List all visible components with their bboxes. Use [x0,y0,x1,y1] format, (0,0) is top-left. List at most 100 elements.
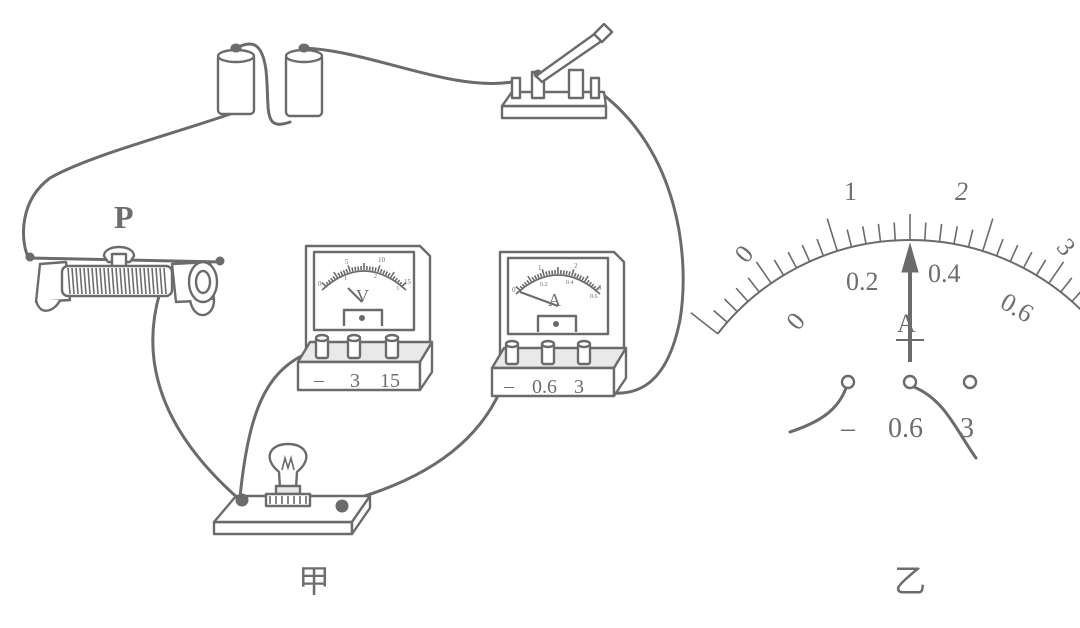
voltmeter-scale-15: 15 [404,278,412,286]
coil-winding [111,267,115,295]
meter-tick [347,265,351,273]
meter-tick [581,276,585,281]
meter-tick [337,272,341,277]
outer-scale-0: 0 [729,240,760,269]
scale-tick [747,277,760,293]
coil-winding [67,267,71,295]
scale-tick [1009,244,1019,262]
caption-yi: 乙 [894,563,926,599]
meter-tick [521,283,526,288]
meter-tick [394,277,399,282]
ammeter-inner-02: 0.2 [540,282,548,288]
scale-tick [861,226,867,245]
ammeter-scale-0: 0 [512,286,516,294]
inner-scale-02: 0.2 [846,267,879,296]
scale-tick [1048,261,1065,284]
scale-tick [723,298,738,313]
coil-winding [103,267,107,295]
voltmeter-terminal-15: 15 [380,370,400,392]
coil-winding [71,267,75,295]
scale-tick [1060,277,1073,293]
inner-scale-0: 0 [780,307,811,336]
terminal-3: 3 [960,413,974,444]
meter-tick [384,271,389,276]
coil-winding [79,267,83,295]
meter-tick [389,271,395,279]
pointer [896,242,924,362]
meter-tick [531,276,535,281]
slider-label: P [114,199,134,235]
scale-tick [1035,259,1047,276]
scale-tick [953,226,959,245]
coil-winding [127,267,131,295]
ammeter-inner-04: 0.4 [566,280,574,286]
slide-rheostat: P [25,199,225,317]
meter-tick [379,268,383,274]
voltmeter-inner-2: 2 [374,274,377,280]
meter-tick [588,281,593,286]
terminal-minus: – [840,413,856,444]
meter-symbol: A [897,309,916,338]
scale-tick [938,223,943,242]
meter-tick [527,275,533,283]
caption-jia: 甲 [298,563,330,599]
meter-tick [515,285,522,292]
ammeter-scale-2: 2 [574,262,578,270]
coil-winding [99,267,103,295]
scale-arc [716,239,1080,335]
coil-winding [119,267,123,295]
outer-scale-1: 1 [844,177,857,206]
meter-tick [371,266,374,271]
meter-tick [387,272,391,277]
ammeter-symbol: A [548,290,561,310]
meter-tick [526,279,530,284]
meter-tick [354,266,357,271]
voltmeter-terminal-3: 3 [350,370,360,392]
scale-tick [995,238,1004,257]
coil-winding [159,267,163,295]
scale-tick [1022,251,1033,269]
scale-tick [713,309,728,324]
meter-tick [541,269,545,277]
meter-tick [586,279,590,284]
coil-winding [147,267,151,295]
meter-tick [321,281,328,288]
ammeter-enlarged: 0 1 2 3 0 0.2 0.4 0.6 A – 0.6 3 [690,177,1080,460]
bulb-board [212,442,372,536]
light-bulb [264,442,312,508]
meter-tick [396,279,401,284]
scale-tick [826,218,839,252]
coil-winding [131,267,135,295]
ammeter-scale-1: 1 [538,264,542,272]
coil-winding [143,267,147,295]
ammeter-inner-06: 0.6 [590,294,598,300]
battery-cells [216,43,324,118]
voltmeter-inner-3: 3 [396,286,399,292]
meter-tick [382,269,386,275]
ammeter: A 0 1 2 3 0.2 0.4 0.6 – 0.6 3 [490,250,628,398]
meter-tick [374,267,377,272]
meter-tick [333,271,339,279]
voltmeter-scale-5: 5 [345,258,349,266]
scale-tick [816,238,825,257]
meter-tick [548,270,551,275]
coil-winding [123,267,127,295]
meter-tick [392,275,396,280]
meter-tick [339,271,344,276]
scale-tick [787,251,798,269]
coil-winding [151,267,155,295]
ammeter-scale-3: 3 [598,284,602,292]
outer-scale-3: 3 [1051,233,1080,262]
coil-winding [75,267,79,295]
terminal-posts [788,374,978,460]
coil-winding [135,267,139,295]
meter-tick [594,285,601,292]
coil-winding [155,267,159,295]
meter-tick [590,283,595,288]
scale-tick [893,222,896,241]
coil-winding [163,267,167,295]
voltmeter-terminals [314,333,400,360]
meter-tick [398,281,403,286]
scale-tick [877,223,882,242]
